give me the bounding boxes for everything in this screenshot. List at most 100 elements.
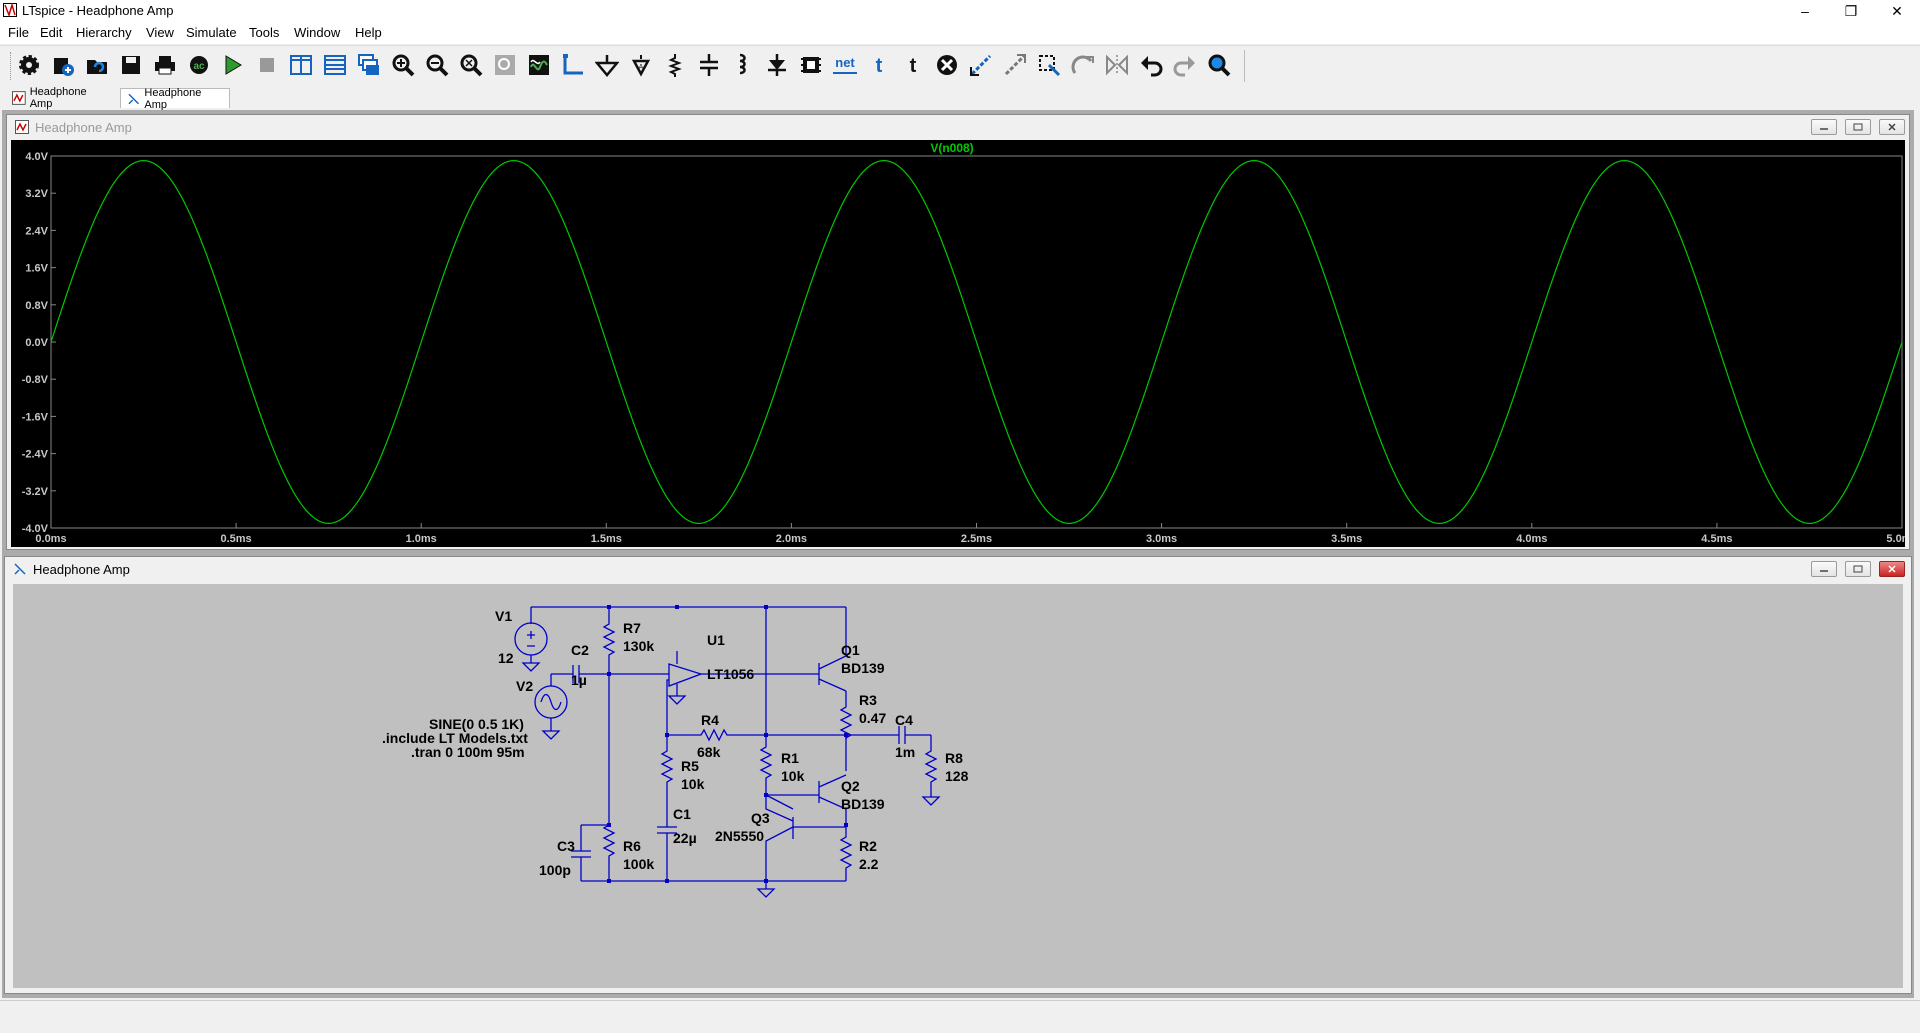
q1-name[interactable]: Q1 <box>841 642 860 658</box>
diode-button[interactable] <box>763 51 791 79</box>
c2-name[interactable]: C2 <box>571 642 589 658</box>
wire-button[interactable] <box>559 51 587 79</box>
r5-value[interactable]: 10k <box>681 776 705 792</box>
find-button[interactable] <box>1205 51 1233 79</box>
c1-name[interactable]: C1 <box>673 806 691 822</box>
zoom-fit-button[interactable] <box>457 51 485 79</box>
r8-name[interactable]: R8 <box>945 750 963 766</box>
menu-simulate[interactable]: Simulate <box>186 25 237 40</box>
zoom-in-button[interactable] <box>389 51 417 79</box>
print-button[interactable] <box>151 51 179 79</box>
label-net-button[interactable]: A <box>627 51 655 79</box>
menu-hierarchy[interactable]: Hierarchy <box>76 25 132 40</box>
r4-symbol[interactable] <box>667 728 846 742</box>
c2-value[interactable]: 1µ <box>571 672 587 688</box>
r7-symbol[interactable] <box>602 607 616 674</box>
text-button[interactable]: t <box>865 51 893 79</box>
inductor-button[interactable] <box>729 51 757 79</box>
tile-vertical-button[interactable] <box>287 51 315 79</box>
r1-name[interactable]: R1 <box>781 750 799 766</box>
v2-value[interactable]: SINE(0 0.5 1K) <box>429 716 524 732</box>
capacitor-button[interactable] <box>695 51 723 79</box>
delete-button[interactable] <box>933 51 961 79</box>
halt-button[interactable] <box>253 51 281 79</box>
tran-directive[interactable]: .tran 0 100m 95m <box>411 744 525 760</box>
trace-vn008[interactable] <box>50 160 1903 524</box>
open-button[interactable] <box>83 51 111 79</box>
q3-value[interactable]: 2N5550 <box>715 828 764 844</box>
control-panel-button[interactable] <box>15 51 43 79</box>
zoom-cancel-button[interactable] <box>491 51 519 79</box>
component-button[interactable] <box>797 51 825 79</box>
r1-symbol[interactable] <box>759 607 773 795</box>
close-button[interactable]: ✕ <box>1891 3 1903 19</box>
run-button[interactable] <box>219 51 247 79</box>
c3-symbol[interactable] <box>571 824 609 881</box>
q3-name[interactable]: Q3 <box>751 810 770 826</box>
waveform-minimize-button[interactable] <box>1811 119 1837 135</box>
q3-symbol[interactable] <box>765 794 846 881</box>
schematic-restore-button[interactable] <box>1845 561 1871 577</box>
save-button[interactable] <box>117 51 145 79</box>
r6-value[interactable]: 100k <box>623 856 654 872</box>
schematic-window-titlebar[interactable]: Headphone Amp <box>5 557 1911 581</box>
waveform-close-button[interactable] <box>1879 119 1905 135</box>
duplicate-button[interactable] <box>967 51 995 79</box>
u1-opamp-symbol[interactable] <box>668 663 704 687</box>
q1-value[interactable]: BD139 <box>841 660 885 676</box>
undo-button[interactable] <box>1137 51 1165 79</box>
r2-symbol[interactable] <box>839 825 853 881</box>
series-label-vn008[interactable]: V(n008) <box>930 141 973 155</box>
r5-name[interactable]: R5 <box>681 758 699 774</box>
include-directive[interactable]: .include LT Models.txt <box>382 730 528 746</box>
new-schematic-button[interactable] <box>49 51 77 79</box>
u1-name[interactable]: U1 <box>707 632 725 648</box>
c1-value[interactable]: 22µ <box>673 830 697 846</box>
tab-waveform[interactable]: Headphone Amp <box>6 86 116 110</box>
r7-value[interactable]: 130k <box>623 638 654 654</box>
c4-value[interactable]: 1m <box>895 744 915 760</box>
rotate-button[interactable] <box>1069 51 1097 79</box>
tab-schematic[interactable]: Headphone Amp <box>120 87 230 111</box>
u1-value[interactable]: LT1056 <box>707 666 754 682</box>
v2-name[interactable]: V2 <box>516 678 533 694</box>
schematic-minimize-button[interactable] <box>1811 561 1837 577</box>
redo-button[interactable] <box>1171 51 1199 79</box>
c4-name[interactable]: C4 <box>895 712 913 728</box>
q1-symbol[interactable] <box>818 607 847 692</box>
move-button[interactable] <box>1001 51 1029 79</box>
r7-name[interactable]: R7 <box>623 620 641 636</box>
waveform-plot[interactable]: V(n008) 4.0V3.2V2.4V1.6V0.8V0.0V-0.8V-1.… <box>11 140 1905 547</box>
wire-u1-minus[interactable] <box>666 679 669 735</box>
c1-symbol[interactable] <box>657 817 677 881</box>
q2-value[interactable]: BD139 <box>841 796 885 812</box>
r2-name[interactable]: R2 <box>859 838 877 854</box>
ac-analysis-button[interactable]: ac <box>185 51 213 79</box>
wire-q3-collector[interactable] <box>765 795 794 822</box>
waveform-window-titlebar[interactable]: Headphone Amp <box>7 115 1909 139</box>
maximize-button[interactable]: ❐ <box>1844 3 1858 19</box>
c3-value[interactable]: 100p <box>539 862 571 878</box>
menu-file[interactable]: File <box>8 25 29 40</box>
drag-button[interactable] <box>1035 51 1063 79</box>
r8-symbol[interactable] <box>921 735 941 806</box>
ground-button[interactable] <box>593 51 621 79</box>
schematic-canvas[interactable]: V1 12 V2 SINE(0 0.5 1K) .include LT Mode… <box>13 584 1903 988</box>
menu-window[interactable]: Window <box>294 25 341 40</box>
c4-symbol[interactable] <box>846 726 931 744</box>
r5-symbol[interactable] <box>660 735 674 817</box>
cascade-button[interactable] <box>355 51 383 79</box>
r4-name[interactable]: R4 <box>701 712 719 728</box>
r2-value[interactable]: 2.2 <box>859 856 879 872</box>
menu-edit[interactable]: Edit <box>40 25 63 40</box>
schematic-close-button[interactable] <box>1879 561 1905 577</box>
tile-horizontal-button[interactable] <box>321 51 349 79</box>
net-button[interactable]: net <box>831 51 859 79</box>
r3-value[interactable]: 0.47 <box>859 710 886 726</box>
waveform-restore-button[interactable] <box>1845 119 1871 135</box>
c2-symbol[interactable] <box>551 665 669 683</box>
q2-symbol[interactable] <box>818 735 847 825</box>
menu-help[interactable]: Help <box>355 25 382 40</box>
r3-name[interactable]: R3 <box>859 692 877 708</box>
mirror-button[interactable] <box>1103 51 1131 79</box>
